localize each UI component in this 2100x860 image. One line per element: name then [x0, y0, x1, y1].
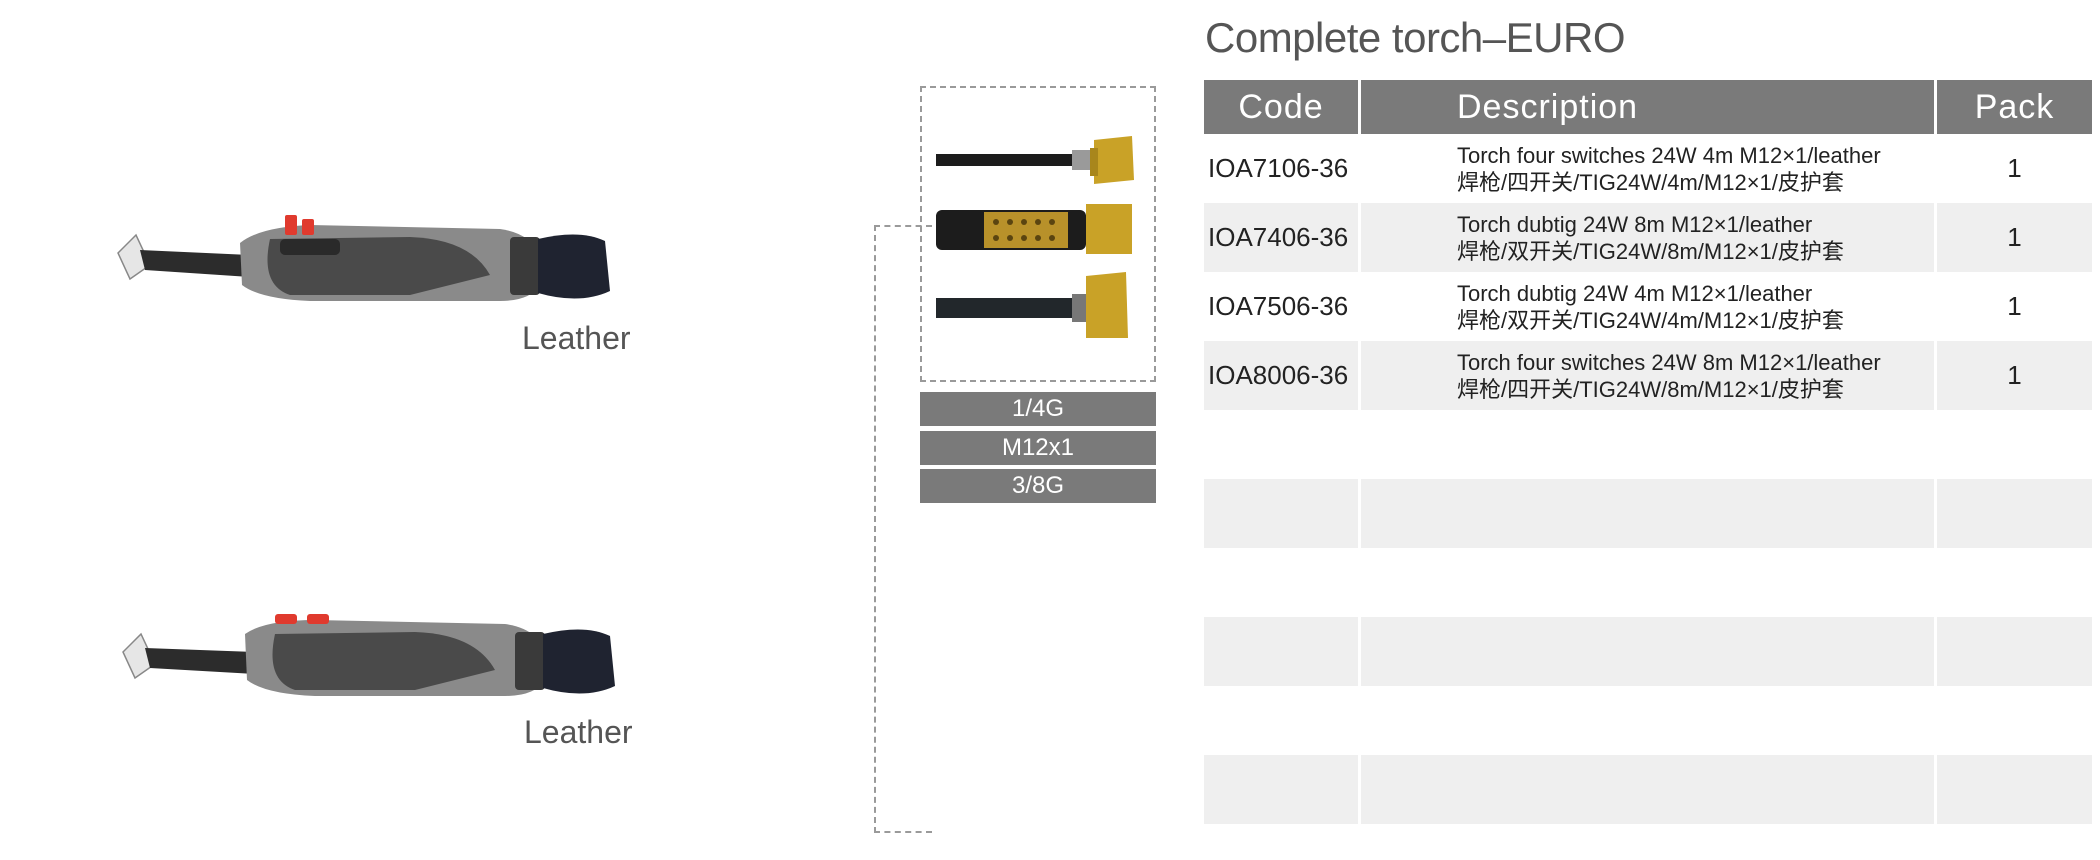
cell-pack: 1 [2007, 360, 2022, 390]
table-row: IOA8006-36 Torch four switches 24W 8m M1… [1204, 341, 2092, 410]
cell-code: IOA8006-36 [1204, 341, 1361, 410]
torch-label-leather: Leather [524, 714, 633, 750]
cell-description: Torch dubtig 24W 4m M12×1/leather 焊枪/双开关… [1361, 272, 1937, 341]
product-table: Code Description Pack IOA7106-36 Torch f… [1204, 80, 2092, 824]
desc-en: Torch four switches 24W 8m M12×1/leather [1457, 349, 1881, 375]
table-row: IOA7406-36 Torch dubtig 24W 8m M12×1/lea… [1204, 203, 2092, 272]
cell-description: Torch four switches 24W 8m M12×1/leather… [1361, 341, 1937, 410]
hose-connectors-image [936, 136, 1134, 338]
cell-pack: 1 [2007, 153, 2022, 183]
connector-box [920, 86, 1156, 382]
cell-pack: 1 [2007, 291, 2022, 321]
torch-image-dual-switch [122, 614, 615, 696]
table-row-empty [1204, 410, 2092, 479]
desc-en: Torch four switches 24W 4m M12×1/leather [1457, 142, 1881, 168]
cell-description: Torch four switches 24W 4m M12×1/leather… [1361, 134, 1937, 203]
thread-size-3-8g: 3/8G [920, 469, 1156, 503]
header-description: Description [1361, 80, 1937, 134]
desc-en: Torch dubtig 24W 4m M12×1/leather [1457, 280, 1813, 306]
desc-en: Torch dubtig 24W 8m M12×1/leather [1457, 211, 1813, 237]
header-code: Code [1204, 80, 1361, 134]
cell-code: IOA7406-36 [1204, 203, 1361, 272]
thread-size-1-4g: 1/4G [920, 392, 1156, 426]
cell-code: IOA7506-36 [1204, 272, 1361, 341]
desc-cn: 焊枪/双开关/TIG24W/4m/M12×1/皮护套 [1457, 307, 1844, 333]
table-row: IOA7106-36 Torch four switches 24W 4m M1… [1204, 134, 2092, 203]
table-header-row: Code Description Pack [1204, 80, 2092, 134]
connector-bracket [874, 225, 932, 833]
table-row-empty [1204, 755, 2092, 824]
table-row: IOA7506-36 Torch dubtig 24W 4m M12×1/lea… [1204, 272, 2092, 341]
table-row-empty [1204, 479, 2092, 548]
table-row-empty [1204, 548, 2092, 617]
cell-pack: 1 [2007, 222, 2022, 252]
thread-size-m12x1: M12x1 [920, 431, 1156, 465]
table-row-empty [1204, 686, 2092, 755]
torch-image-four-switch [117, 215, 610, 301]
header-pack: Pack [1974, 87, 2055, 126]
table-row-empty [1204, 617, 2092, 686]
torch-label-leather: Leather [522, 320, 631, 356]
cell-code: IOA7106-36 [1204, 134, 1361, 203]
desc-cn: 焊枪/四开关/TIG24W/8m/M12×1/皮护套 [1457, 376, 1844, 402]
desc-cn: 焊枪/四开关/TIG24W/4m/M12×1/皮护套 [1457, 169, 1844, 195]
desc-cn: 焊枪/双开关/TIG24W/8m/M12×1/皮护套 [1457, 238, 1844, 264]
page-title: Complete torch–EURO [1205, 14, 1626, 61]
cell-description: Torch dubtig 24W 8m M12×1/leather 焊枪/双开关… [1361, 203, 1937, 272]
